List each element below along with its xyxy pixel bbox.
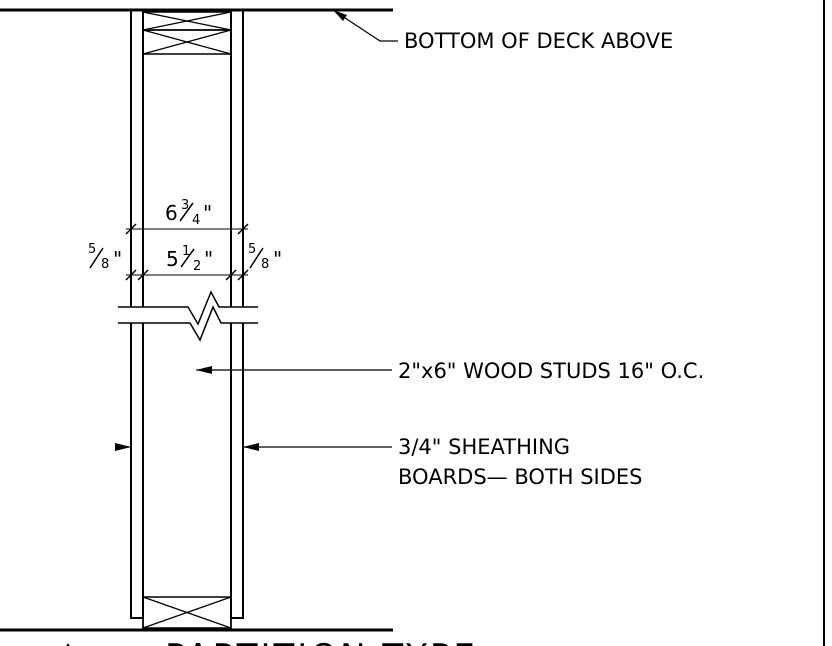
note-sheathing-line1: 3/4" SHEATHING — [398, 435, 570, 459]
leader-deck: BOTTOM OF DECK ABOVE — [332, 9, 673, 53]
note-wood-studs: 2"x6" WOOD STUDS 16" O.C. — [398, 359, 704, 383]
dimension-overall: 6 3 4 " — [125, 198, 249, 240]
dimension-chain: 5 1 2 " 5 8 " 5 8 " — [88, 242, 282, 286]
dim-sheath-left-unit: " — [113, 247, 122, 271]
section-tag-symbol — [66, 643, 70, 646]
top-plate — [142, 11, 232, 55]
title-partition-type: PARTITION TYPE — [165, 637, 478, 646]
dim-sheath-right-num: 5 — [248, 242, 256, 257]
dim-stud-num: 1 — [182, 244, 190, 259]
note-sheathing-line2: BOARDS— BOTH SIDES — [398, 465, 642, 489]
break-line — [112, 290, 262, 342]
dim-stud-den: 2 — [193, 259, 201, 274]
dim-sheath-right-unit: " — [273, 247, 282, 271]
dim-sheath-left-num: 5 — [88, 242, 96, 257]
dim-overall-den: 4 — [192, 213, 200, 228]
partition-type-title: PARTITION TYPE — [66, 637, 478, 646]
dim-sheath-right-den: 8 — [261, 257, 269, 272]
note-bottom-of-deck: BOTTOM OF DECK ABOVE — [404, 29, 673, 53]
leader-sheathing: 3/4" SHEATHING BOARDS— BOTH SIDES — [115, 435, 642, 489]
dim-overall-num: 3 — [181, 198, 189, 213]
bottom-plate — [142, 596, 232, 629]
leader-studs: 2"x6" WOOD STUDS 16" O.C. — [196, 359, 704, 383]
dim-stud-whole: 5 — [166, 247, 179, 271]
wall-section — [112, 9, 262, 630]
dim-stud-unit: " — [204, 247, 213, 271]
dim-overall-whole: 6 — [165, 201, 178, 225]
dim-sheath-left-den: 8 — [101, 257, 109, 272]
dim-overall-unit: " — [203, 201, 212, 225]
